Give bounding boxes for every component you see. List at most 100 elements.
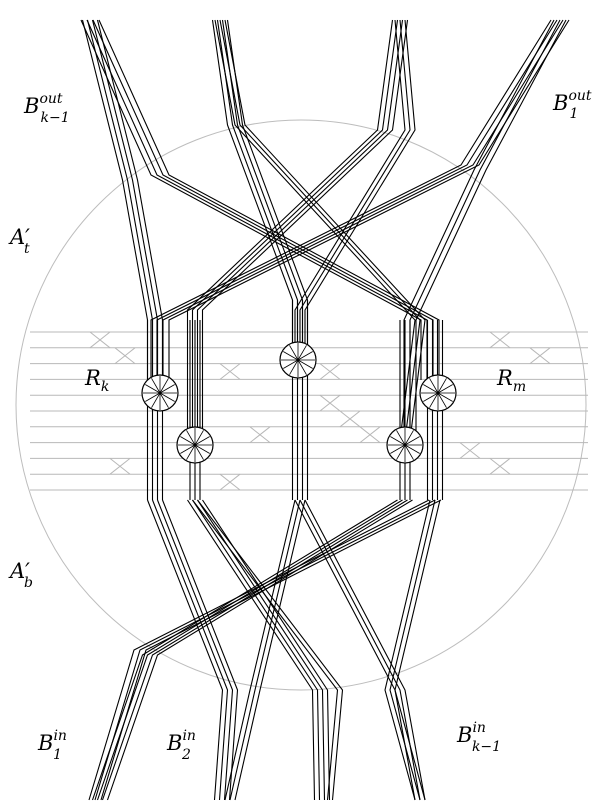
router-center: [279, 341, 317, 379]
router-spoke: [297, 359, 307, 375]
router-spoke: [437, 384, 453, 394]
strand-top-right-center: [294, 19, 406, 350]
routers: [141, 341, 457, 464]
router-spoke: [404, 436, 420, 446]
grid-crossing: [249, 426, 271, 443]
strand-top-far-right-down: [403, 19, 555, 440]
router-spoke: [390, 444, 406, 454]
strand-top-far-right-left: [162, 19, 564, 380]
label-r-k: Rk: [84, 366, 109, 395]
strand-top-far-right-left: [156, 19, 558, 380]
strand-top-left-down: [86, 19, 154, 380]
strand-top-far-right-down: [415, 19, 567, 440]
router-spoke: [145, 392, 161, 402]
strand-top-right-left: [196, 19, 404, 440]
router-spoke: [159, 392, 175, 402]
label-a-bottom: A′b: [8, 559, 33, 591]
strand-bottom-left: [156, 499, 234, 801]
grid-crossing: [319, 363, 341, 380]
grid-crossing: [319, 394, 341, 412]
router-spoke: [297, 345, 307, 361]
router-spoke: [151, 378, 161, 394]
strand-bottom-center-right: [299, 499, 421, 801]
router-spoke: [437, 392, 447, 408]
router-rm: [419, 374, 457, 412]
strand-top-mid-right: [224, 19, 426, 441]
router-spoke: [437, 392, 453, 402]
strand-bottom-mid: [197, 499, 344, 801]
strand-bottom-far-right-left: [88, 499, 430, 801]
strand-top-left-to-right: [98, 19, 440, 380]
grid-crossing: [459, 442, 481, 459]
router-spoke: [289, 359, 299, 375]
strand-bottom-right: [389, 499, 436, 801]
router-spoke: [423, 384, 439, 394]
strand-bottom-right: [384, 499, 431, 801]
router-spoke: [151, 392, 161, 408]
router-spoke: [159, 384, 175, 394]
strand-top-mid-right: [219, 19, 421, 441]
strand-bottom-left: [151, 499, 229, 801]
strand-top-left-to-right: [92, 19, 434, 380]
label-a-top: A′t: [8, 225, 30, 257]
router-spoke: [423, 392, 439, 402]
strand-top-far-right-left: [150, 19, 552, 380]
grid-crossing: [219, 473, 241, 491]
router-spoke: [297, 359, 313, 369]
router-spoke: [429, 378, 439, 394]
grid-crossing: [489, 331, 511, 349]
router-spoke: [159, 392, 169, 408]
grid-crossing: [89, 331, 111, 349]
router-spoke: [289, 345, 299, 361]
strand-top-right-center: [304, 19, 416, 350]
strand-bottom-left-center: [197, 499, 326, 801]
strand-bottom-left-center: [192, 499, 321, 801]
router-right-inner: [386, 426, 424, 464]
router-spoke: [194, 430, 204, 446]
router-spoke: [186, 444, 196, 460]
router-spoke: [194, 444, 210, 454]
region-circle: [15, 119, 587, 691]
strand-top-left-to-right: [80, 19, 422, 380]
strand-bottom-center-left: [234, 499, 306, 801]
strand-top-right-left: [186, 19, 394, 440]
router-spoke: [180, 436, 196, 446]
grid-crossing: [114, 347, 136, 364]
grid-crossing: [109, 458, 131, 475]
strand-bottom-center-left: [229, 499, 301, 801]
router-rk: [141, 374, 179, 412]
strand-bottom-right-to-left: [96, 499, 403, 801]
strand-top-mid-right: [214, 19, 416, 441]
router-spoke: [404, 430, 414, 446]
router-spoke: [283, 359, 299, 369]
strand-top-left-down: [81, 19, 149, 380]
grid-crossing: [529, 347, 551, 364]
strand-bottom-mid: [192, 499, 339, 801]
grid-crossing: [219, 363, 241, 380]
router-spoke: [297, 351, 313, 361]
grid-crossing: [359, 426, 381, 443]
strand-bottom-right-to-left: [101, 499, 408, 801]
router-spoke: [396, 430, 406, 446]
router-spoke: [194, 436, 210, 446]
strand-bottom-left: [161, 499, 239, 801]
strand-bottom-center-right: [304, 499, 426, 801]
strand-top-left-to-right: [86, 19, 428, 380]
strand-bottom-center-right: [294, 499, 416, 801]
router-spoke: [404, 444, 414, 460]
router-left-inner: [176, 426, 214, 464]
strand-bottom-left-center: [202, 499, 331, 801]
grid-crossing: [339, 410, 361, 428]
router-spoke: [390, 436, 406, 446]
strand-bottom-left-center: [187, 499, 316, 801]
strand-bottom-center-left: [224, 499, 296, 801]
router-spoke: [180, 444, 196, 454]
strand-top-right-center: [299, 19, 411, 350]
